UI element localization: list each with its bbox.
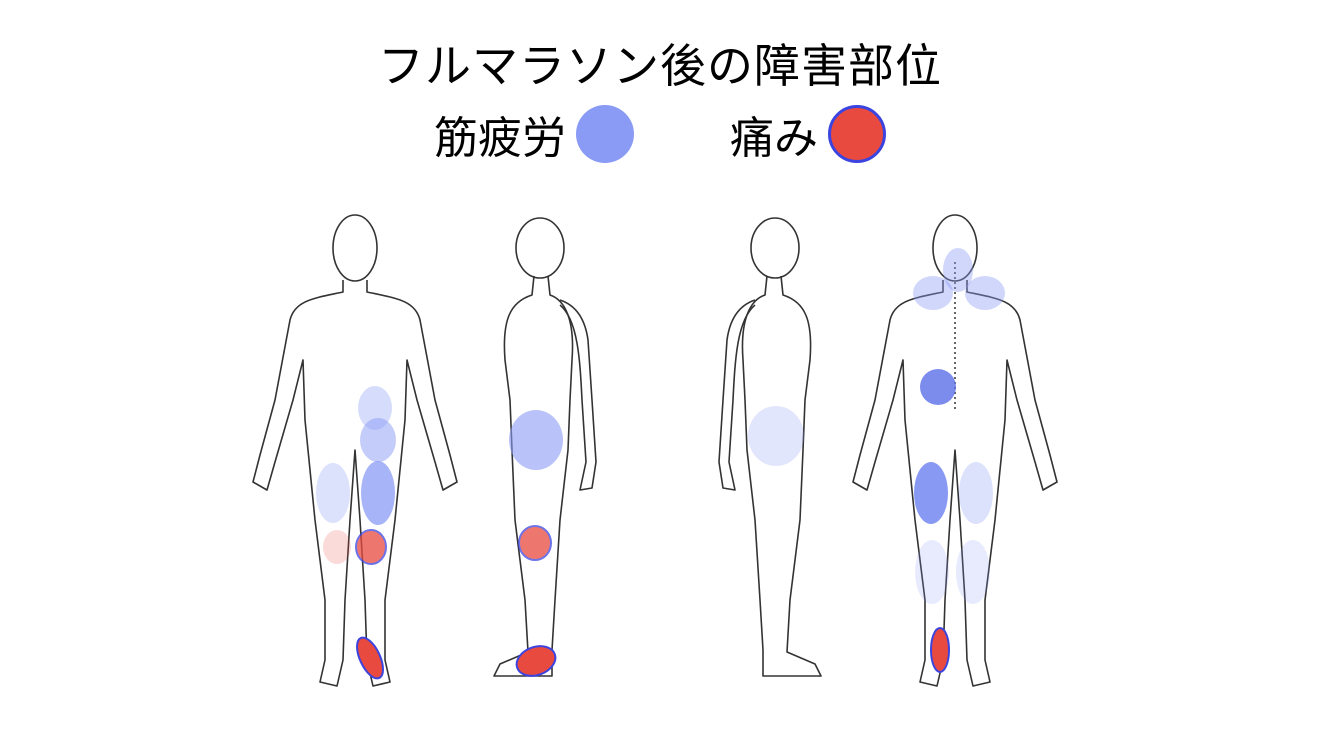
figure-front — [252, 214, 458, 687]
pain-marker — [356, 636, 384, 680]
fatigue-marker — [509, 410, 563, 470]
fatigue-marker — [965, 276, 1005, 310]
figure-back — [852, 214, 1058, 687]
figure-side-right — [718, 217, 822, 677]
fatigue-marker — [943, 248, 973, 292]
pain-marker — [518, 525, 552, 561]
fatigue-marker — [920, 369, 956, 405]
fatigue-marker — [915, 540, 949, 604]
fatigue-marker — [360, 418, 396, 462]
figure-side-left — [493, 217, 597, 677]
fatigue-marker — [361, 461, 395, 525]
fatigue-marker — [913, 276, 953, 310]
fatigue-marker — [748, 406, 804, 466]
page-title: フルマラソン後の障害部位 — [378, 39, 942, 93]
legend-label-fatigue: 筋疲労 — [434, 113, 566, 164]
legend: 筋疲労 痛み — [0, 102, 1320, 166]
fatigue-swatch — [576, 105, 634, 163]
fatigue-marker — [914, 462, 948, 524]
pain-marker — [323, 530, 351, 564]
pain-marker — [515, 645, 557, 677]
pain-swatch — [828, 105, 886, 163]
legend-item-pain: 痛み — [730, 102, 886, 166]
legend-label-pain: 痛み — [730, 113, 818, 164]
fatigue-marker — [316, 463, 350, 523]
fatigue-marker — [959, 462, 993, 524]
legend-item-fatigue: 筋疲労 — [434, 102, 634, 166]
fatigue-marker — [358, 386, 392, 430]
pain-marker — [355, 529, 387, 565]
pain-marker — [930, 627, 950, 673]
fatigue-marker — [956, 540, 990, 604]
